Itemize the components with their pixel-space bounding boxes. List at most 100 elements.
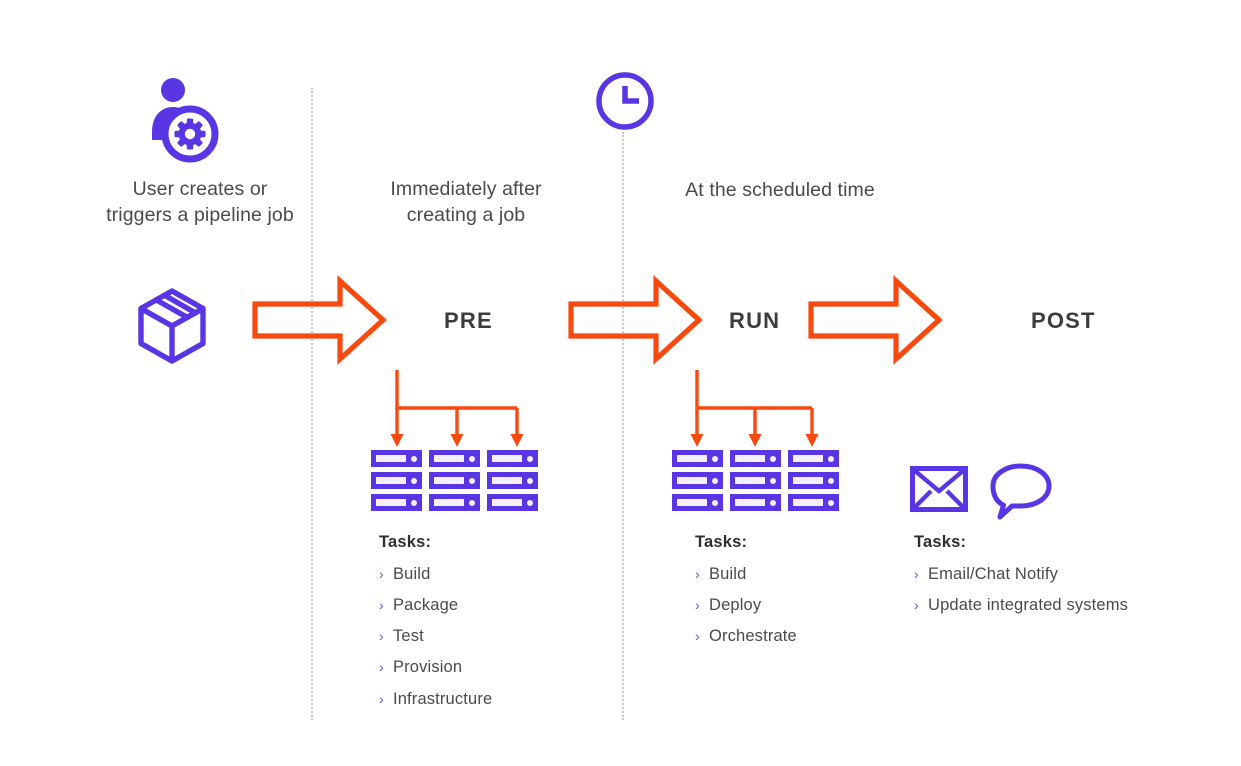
server-dot — [469, 499, 475, 506]
tasks-title: Tasks: — [914, 533, 967, 551]
task-label: Test — [393, 627, 424, 646]
server-bar — [434, 477, 464, 484]
server-column — [429, 450, 480, 511]
task-item[interactable]: › Build — [695, 565, 797, 583]
server-bar — [677, 455, 707, 462]
server-unit — [487, 494, 538, 511]
server-bar — [492, 455, 522, 462]
server-dot — [828, 477, 834, 484]
chevron-right-bullet-icon: › — [379, 628, 384, 645]
task-item[interactable]: › Orchestrate — [695, 627, 797, 645]
server-dot — [411, 499, 417, 506]
server-bar — [492, 499, 522, 506]
server-unit — [730, 494, 781, 511]
tasks-block-pre: Tasks: › Build › Package › Test › Provis… — [379, 533, 492, 721]
server-unit — [487, 472, 538, 489]
server-bar — [793, 477, 823, 484]
server-dot — [527, 499, 533, 506]
chevron-right-bullet-icon: › — [379, 566, 384, 582]
server-unit — [788, 494, 839, 511]
task-label: Email/Chat Notify — [928, 565, 1059, 583]
server-dot — [469, 455, 475, 462]
server-dot — [527, 455, 533, 462]
server-dot — [770, 499, 776, 506]
server-bar — [376, 499, 406, 506]
server-unit — [730, 450, 781, 467]
chevron-right-bullet-icon: › — [914, 597, 919, 614]
server-unit — [672, 472, 723, 489]
arrow-right-icon-2 — [568, 275, 703, 365]
server-unit — [371, 472, 422, 489]
server-bar — [492, 477, 522, 484]
server-bar — [793, 499, 823, 506]
arrow-right-icon-3 — [808, 275, 943, 365]
tasks-title: Tasks: — [695, 533, 748, 551]
server-dot — [712, 499, 718, 506]
task-label: Deploy — [709, 596, 762, 615]
server-dot — [770, 455, 776, 462]
tasks-block-post: Tasks: › Email/Chat Notify › Update inte… — [914, 533, 1128, 627]
server-bar — [677, 477, 707, 484]
server-unit — [788, 472, 839, 489]
server-dot — [411, 477, 417, 484]
task-label: Infrastructure — [393, 689, 493, 708]
server-unit — [371, 494, 422, 511]
task-label: Build — [393, 565, 431, 583]
chevron-right-bullet-icon: › — [379, 597, 384, 614]
chat-bubble-icon — [988, 462, 1054, 520]
server-column — [788, 450, 839, 511]
server-stack-run — [672, 450, 839, 511]
task-item[interactable]: › Package — [379, 596, 492, 614]
server-unit — [672, 494, 723, 511]
divider-line-2 — [622, 132, 624, 720]
server-bar — [735, 477, 765, 484]
server-bar — [376, 455, 406, 462]
task-item[interactable]: › Deploy — [695, 596, 797, 614]
package-cube-icon — [136, 288, 208, 364]
server-column — [672, 450, 723, 511]
server-unit — [429, 472, 480, 489]
server-dot — [469, 477, 475, 484]
chevron-right-bullet-icon: › — [695, 628, 700, 645]
task-label: Provision — [393, 658, 463, 677]
chevron-right-bullet-icon: › — [379, 690, 384, 707]
stage-label-run: RUN — [729, 308, 781, 333]
clock-icon — [594, 70, 656, 132]
server-bar — [434, 455, 464, 462]
server-dot — [828, 455, 834, 462]
server-unit — [672, 450, 723, 467]
task-item[interactable]: › Email/Chat Notify — [914, 565, 1128, 583]
server-column — [487, 450, 538, 511]
server-unit — [429, 450, 480, 467]
server-dot — [411, 455, 417, 462]
task-item[interactable]: › Update integrated systems — [914, 596, 1128, 614]
chevron-right-bullet-icon: › — [695, 566, 700, 582]
caption-immediately-after: Immediately after creating a job — [390, 178, 542, 226]
caption-user-trigger: User creates or triggers a pipeline job — [106, 178, 294, 226]
server-column — [730, 450, 781, 511]
stage-label-pre: PRE — [444, 308, 493, 333]
server-dot — [712, 455, 718, 462]
tasks-block-run: Tasks: › Build › Deploy › Orchestrate — [695, 533, 797, 658]
task-label: Orchestrate — [709, 627, 797, 646]
task-item[interactable]: › Infrastructure — [379, 690, 492, 708]
server-bar — [677, 499, 707, 506]
server-stack-pre — [371, 450, 538, 511]
server-dot — [770, 477, 776, 484]
envelope-icon — [910, 466, 968, 512]
task-item[interactable]: › Provision — [379, 658, 492, 676]
server-column — [371, 450, 422, 511]
chevron-right-bullet-icon: › — [914, 566, 919, 582]
task-item[interactable]: › Test — [379, 627, 492, 645]
task-label: Build — [709, 565, 747, 583]
task-item[interactable]: › Build — [379, 565, 492, 583]
server-dot — [828, 499, 834, 506]
chevron-right-bullet-icon: › — [695, 597, 700, 614]
server-bar — [376, 477, 406, 484]
server-dot — [712, 477, 718, 484]
server-unit — [371, 450, 422, 467]
arrow-right-icon-1 — [252, 275, 387, 365]
stage-label-post: POST — [1031, 308, 1096, 333]
server-bar — [434, 499, 464, 506]
server-bar — [735, 455, 765, 462]
